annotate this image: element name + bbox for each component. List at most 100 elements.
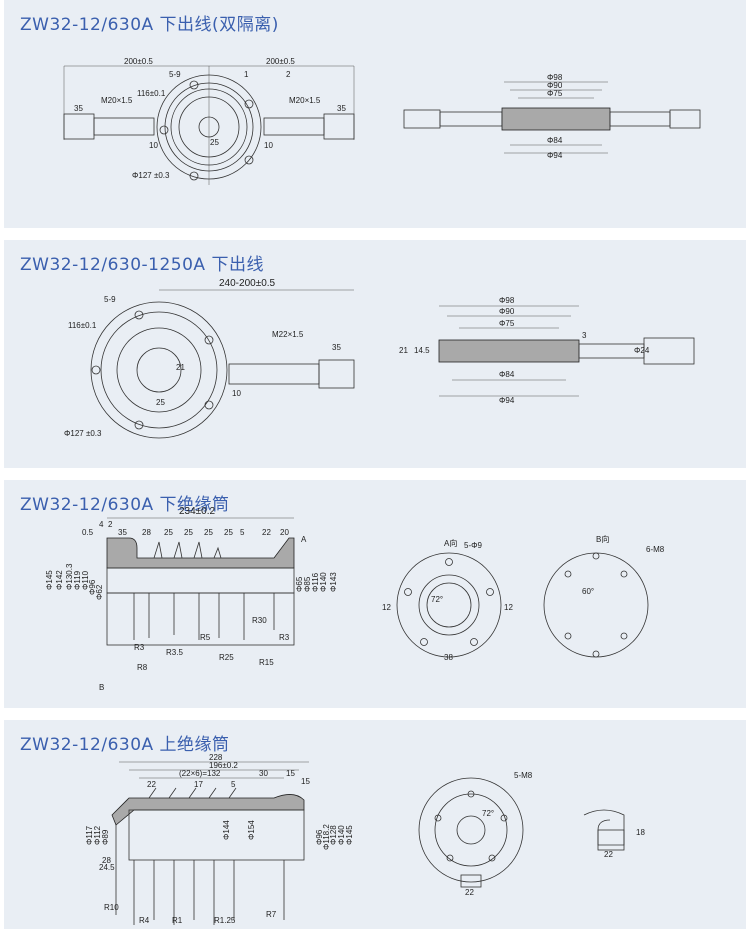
dimension-label: 2 <box>108 520 113 529</box>
drawing-line <box>620 632 628 640</box>
dimension-label: 28 <box>142 528 151 537</box>
drawing-line <box>500 814 508 822</box>
left-diameters: Φ145 Φ142 Φ130.3 Φ119 Φ110 Φ96 Φ62 <box>45 563 104 600</box>
drawing-side-view: Φ98 Φ90 Φ75 Φ84 Φ94 <box>403 73 701 160</box>
drawing-line <box>592 552 600 560</box>
dimension-label: R5 <box>200 633 211 642</box>
dimension-label: R3.5 <box>166 648 183 657</box>
drawing-line <box>438 339 580 363</box>
panel-lower-insulator: ZW32-12/630A 下绝缘筒 234±0.2 0.5 4 2 35 28 … <box>4 480 746 708</box>
drawing-line <box>323 113 355 140</box>
drawing-line <box>116 327 202 413</box>
dimension-label: Φ127 ±0.3 <box>132 171 170 180</box>
dimension-label: Φ65 <box>295 576 304 592</box>
dimension-label: R3 <box>279 633 290 642</box>
dimension-label: 200±0.5 <box>266 57 295 66</box>
dimension-label: Φ75 <box>499 319 515 328</box>
dimension-label: 25 <box>210 138 219 147</box>
drawing-line <box>403 109 441 129</box>
dimension-label: Φ85 <box>303 576 312 592</box>
drawing-line <box>134 310 144 320</box>
panel-lower-outlet-double: ZW32-12/630A 下出线(双隔离) 200±0.5 200±0.5 5-… <box>4 0 746 228</box>
dimension-label: Φ128 <box>329 825 338 845</box>
dimension-label: Φ145 <box>45 570 54 590</box>
dimension-label: 14.5 <box>414 346 430 355</box>
dimension-label: 5-9 <box>169 70 181 79</box>
drawing-line <box>418 574 480 636</box>
dimension-label: R15 <box>259 658 274 667</box>
dimension-label: Φ75 <box>547 89 563 98</box>
drawing-detail: 18 22 <box>583 809 645 859</box>
dimension-label: 25 <box>156 398 165 407</box>
dimension-label: 5-9 <box>104 295 116 304</box>
dimension-label: Φ90 <box>499 307 515 316</box>
dimension-label: 22 <box>604 850 613 859</box>
dimension-label: 72° <box>482 809 494 818</box>
dimension-label: 22 <box>147 780 156 789</box>
dimension-label: R1 <box>172 916 183 925</box>
dimension-label: 240-200±0.5 <box>219 278 276 289</box>
drawing-line <box>592 650 600 658</box>
dimension-label: Φ62 <box>95 584 104 600</box>
dimension-label: R30 <box>252 616 267 625</box>
dimension-label: R8 <box>137 663 148 672</box>
dimension-label: (22×6)=132 <box>179 769 221 778</box>
drawing-line <box>189 171 199 181</box>
dimension-label: 72° <box>431 595 443 604</box>
dimension-label: 30 <box>259 769 268 778</box>
drawing-view-a: A向 5-Φ9 72° 12 12 38 <box>382 538 513 662</box>
dimension-label: 20 <box>280 528 289 537</box>
dimension-label: Φ89 <box>101 829 110 845</box>
dimension-label: 200±0.5 <box>124 57 153 66</box>
dimension-label: 35 <box>118 528 127 537</box>
drawing-line <box>90 301 228 439</box>
drawing-line <box>597 829 625 851</box>
dimension-label: R3 <box>134 643 145 652</box>
drawing-line <box>470 638 478 646</box>
dimension-label: R1.25 <box>214 916 236 925</box>
dimension-label: 5-M8 <box>514 771 533 780</box>
dimension-label: A向 <box>444 538 457 548</box>
dimension-label: 21 <box>176 363 185 372</box>
dimension-label: 1 <box>244 70 249 79</box>
dimension-label: Φ119 <box>73 570 82 590</box>
dimension-label: 18 <box>636 828 645 837</box>
dimension-label: M20×1.5 <box>289 96 321 105</box>
dimension-label: Φ90 <box>547 81 563 90</box>
drawing-line <box>244 155 254 165</box>
dimension-label: 3 <box>582 331 587 340</box>
drawing-top-view: 200±0.5 200±0.5 5-9 1 2 116±0.1 M20×1.5 … <box>63 57 355 185</box>
dimension-label: Φ143 <box>329 572 338 592</box>
drawing-line <box>204 400 214 410</box>
dimension-label: 38 <box>444 653 453 662</box>
drawing-line <box>164 82 254 172</box>
drawing-line <box>501 107 611 131</box>
dimension-label: 15 <box>301 777 310 786</box>
dimension-label: 25 <box>184 528 193 537</box>
drawing-line <box>170 88 248 166</box>
drawing-line <box>318 359 355 389</box>
drawing-line <box>420 638 428 646</box>
dimension-label: 228 <box>209 753 223 762</box>
drawing-line <box>643 337 695 365</box>
drawing-line <box>153 541 222 559</box>
drawing-side-view: Φ98 Φ90 Φ75 Φ84 Φ94 21 14.5 Φ24 3 <box>399 296 695 405</box>
dimension-label: Φ118.2 <box>322 824 331 850</box>
drawing-line <box>456 815 486 845</box>
dimension-label: 21 <box>399 346 408 355</box>
drawing-line <box>91 365 101 375</box>
drawing-line <box>204 335 214 345</box>
dimension-label: B <box>99 683 104 692</box>
dimension-label: 0.5 <box>82 528 94 537</box>
dimension-label: Φ98 <box>499 296 515 305</box>
drawing-line <box>148 787 237 799</box>
dimension-label: 17 <box>194 780 203 789</box>
dimension-label: R25 <box>219 653 234 662</box>
drawing-line <box>434 814 442 822</box>
dimension-label: B向 <box>596 534 609 544</box>
dimension-label: 5 <box>231 780 236 789</box>
dimension-label: 22 <box>465 888 474 897</box>
dimension-label: 10 <box>232 389 241 398</box>
dimension-label: R7 <box>266 910 277 919</box>
drawing-top-view: 240-200±0.5 5-9 116±0.1 M22×1.5 35 21 25… <box>64 278 355 439</box>
